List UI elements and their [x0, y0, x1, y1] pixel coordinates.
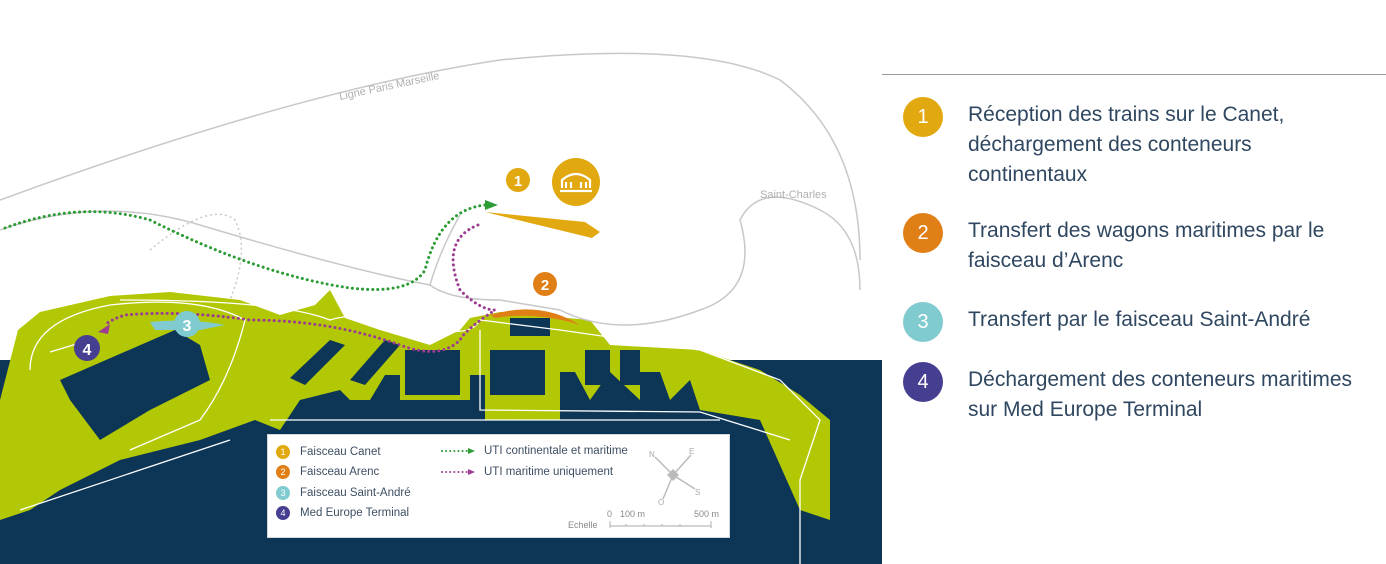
svg-text:4: 4 [83, 342, 92, 359]
step-3: 3 Transfert par le faisceau Saint-André [903, 302, 1368, 342]
badge-1: 1 [276, 445, 290, 459]
legend-label: Med Europe Terminal [300, 507, 410, 519]
dotted-arrow-green-icon [441, 448, 475, 454]
svg-text:O: O [658, 498, 664, 505]
legend-route-continental: UTI continentale et maritime [440, 445, 628, 457]
badge-1: 1 [903, 97, 943, 137]
legend-route-maritime: UTI maritime uniquement [440, 466, 613, 478]
port-map: Ligne Paris Marseille Saint-Charles 1 2 … [0, 52, 882, 564]
step-text: Déchargement des conteneurs maritimes su… [968, 368, 1353, 421]
line-label: Ligne Paris Marseille [338, 70, 440, 103]
route-continental [3, 203, 487, 292]
docks [60, 318, 640, 440]
marker-4[interactable]: 4 [74, 335, 100, 361]
rail-lines [0, 52, 861, 326]
step-4: 4 Déchargement des conteneurs maritimes s… [903, 362, 1368, 425]
badge-2: 2 [276, 465, 290, 479]
scale-tick-0: 0 [607, 509, 612, 519]
legend-label: UTI maritime uniquement [484, 466, 614, 478]
route-maritime [103, 223, 500, 353]
warehouse-icon [552, 158, 600, 206]
route-maritime-arrow [98, 324, 110, 334]
route-continental-arrow [485, 200, 498, 210]
legend-label: UTI continentale et maritime [484, 445, 628, 457]
svg-text:2: 2 [541, 277, 549, 294]
badge-3: 3 [276, 486, 290, 500]
step-text: Transfert par le faisceau Saint-André [968, 308, 1311, 331]
scale-tick-100: 100 m [620, 509, 645, 519]
svg-text:S: S [695, 488, 700, 497]
faisceau-arenc [490, 309, 580, 325]
legend-item-med-europe: 4 Med Europe Terminal [276, 506, 409, 520]
map-legend: 1 Faisceau Canet 2 Faisceau Arenc 3 Faiscea… [267, 434, 730, 538]
dotted-arrow-purple-icon [441, 469, 475, 475]
svg-text:3: 3 [183, 318, 192, 335]
marker-3[interactable]: 3 [174, 311, 200, 337]
badge-4: 4 [903, 362, 943, 402]
badge-2: 2 [903, 213, 943, 253]
marker-2[interactable]: 2 [533, 272, 557, 296]
land-area [0, 290, 830, 520]
svg-text:1: 1 [514, 173, 522, 190]
faisceau-canet [485, 212, 600, 238]
step-text: Réception des trains sur le Canet, décha… [968, 103, 1285, 186]
step-2: 2 Transfert des wagons maritimes par le f… [903, 213, 1368, 276]
divider [882, 74, 1386, 75]
legend-label: Faisceau Arenc [300, 466, 380, 478]
compass-icon: N E S O [649, 447, 700, 505]
step-1: 1 Réception des trains sur le Canet, déch… [903, 97, 1368, 190]
badge-4: 4 [276, 506, 290, 520]
step-text: Transfert des wagons maritimes par le fa… [968, 219, 1325, 272]
marker-1[interactable]: 1 [506, 168, 530, 192]
badge-3: 3 [903, 302, 943, 342]
svg-text:E: E [689, 447, 694, 456]
detour-track [149, 213, 243, 301]
station-label: Saint-Charles [760, 189, 827, 201]
svg-text:N: N [649, 450, 655, 459]
scale-bar: Echelle 0 100 m 500 m [568, 509, 719, 530]
legend-item-arenc: 2 Faisceau Arenc [276, 465, 379, 479]
legend-item-canet: 1 Faisceau Canet [276, 445, 381, 459]
legend-label: Faisceau Canet [300, 446, 381, 458]
svg-text:Echelle: Echelle [568, 520, 598, 530]
legend-label: Faisceau Saint-André [300, 487, 411, 499]
legend-item-saint-andre: 3 Faisceau Saint-André [276, 486, 411, 500]
scale-tick-500: 500 m [694, 509, 719, 519]
